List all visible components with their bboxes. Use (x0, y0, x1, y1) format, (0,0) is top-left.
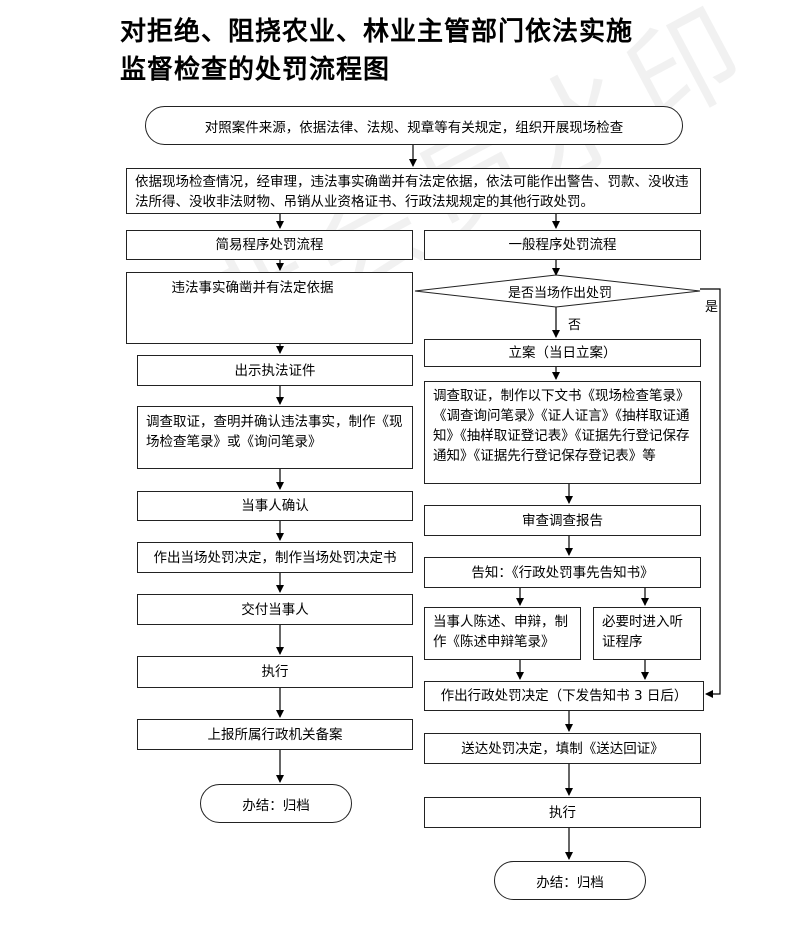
diagram-title-line2: 监督检查的处罚流程图 (120, 55, 391, 85)
statement-node: 当事人陈述、申辩，制作《陈述申辩笔录》 (424, 607, 581, 660)
execute-general-node: 执行 (424, 797, 701, 828)
decision-onsite-label: 是否当场作出处罚 (507, 286, 612, 301)
report-record-node: 上报所属行政机关备案 (137, 719, 413, 750)
decision-diamond-shape (414, 274, 701, 308)
notify-node: 告知：《行政处罚事先告知书》 (424, 557, 701, 588)
simple-fact-node: 违法事实确凿并有法定依据 (126, 272, 413, 344)
review-report-node: 审查调查报告 (424, 505, 701, 536)
onsite-decision-node: 作出当场处罚决定，制作当场处罚决定书 (137, 542, 413, 573)
simple-procedure-node: 简易程序处罚流程 (126, 230, 413, 260)
serve-decision-node: 送达处罚决定，填制《送达回证》 (424, 733, 701, 764)
investigate-simple-node: 调查取证，查明并确认违法事实，制作《现场检查笔录》或《询问笔录》 (137, 406, 413, 469)
execute-simple-node: 执行 (137, 656, 413, 688)
general-procedure-node: 一般程序处罚流程 (424, 230, 701, 260)
diagram-title-line1: 对拒绝、阻挠农业、林业主管部门依法实施 (120, 17, 634, 47)
party-confirm-node: 当事人确认 (137, 491, 413, 521)
edge-label-no: 否 (568, 318, 582, 333)
edge-label-yes: 是 (705, 300, 719, 315)
end-simple-node: 办结：归档 (200, 784, 352, 823)
deliver-party-node: 交付当事人 (137, 594, 413, 625)
investigate-general-node: 调查取证，制作以下文书《现场检查笔录》《调查询问笔录》《证人证言》《抽样取证通知… (424, 381, 701, 484)
start-node: 对照案件来源，依据法律、法规、规章等有关规定，组织开展现场检查 (145, 106, 683, 145)
review-node: 依据现场检查情况，经审理，违法事实确凿并有法定依据，依法可能作出警告、罚款、没收… (126, 168, 701, 214)
make-decision-node: 作出行政处罚决定（下发告知书 3 日后） (424, 681, 704, 711)
edge-yes-path (700, 288, 721, 698)
end-general-node: 办结：归档 (494, 861, 646, 900)
show-certificate-node: 出示执法证件 (137, 355, 413, 386)
hearing-node: 必要时进入听证程序 (593, 607, 701, 660)
register-case-node: 立案（当日立案） (424, 339, 701, 367)
